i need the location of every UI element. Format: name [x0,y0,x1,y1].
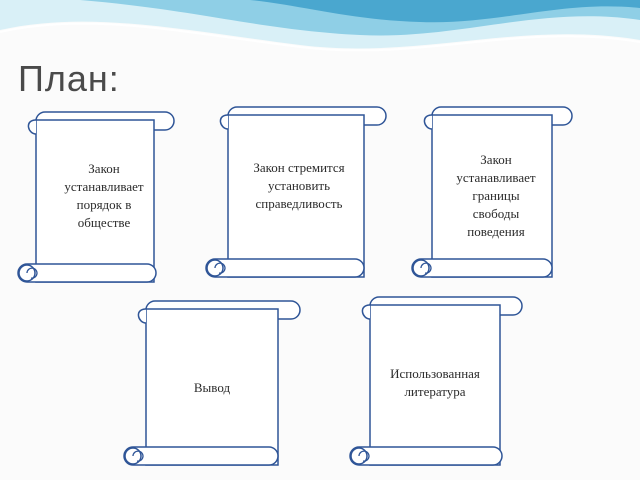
scroll-card-2: Закон стремится установить справедливост… [202,103,388,281]
scroll-shape [123,300,301,466]
scroll-label: Закон стремится установить справедливост… [253,160,345,211]
scroll-card-4: Вывод [120,297,302,469]
scroll-label: Использованная литература [390,366,480,399]
scroll-shape [17,111,175,283]
slide-title: План: [18,58,120,99]
scroll-label: Закон устанавливает границы свободы пове… [456,152,536,239]
scroll-label: Закон устанавливает порядок в обществе [64,161,144,230]
scroll-card-1: Закон устанавливает порядок в обществе [14,108,176,286]
header-wave-decoration [0,0,640,52]
scroll-shape [349,296,523,466]
scroll-shape [205,106,387,278]
scroll-shape [411,106,573,278]
scroll-label: Вывод [193,380,231,395]
scroll-card-5: Использованная литература [346,293,524,469]
scroll-card-3: Закон устанавливает границы свободы пове… [408,103,574,281]
